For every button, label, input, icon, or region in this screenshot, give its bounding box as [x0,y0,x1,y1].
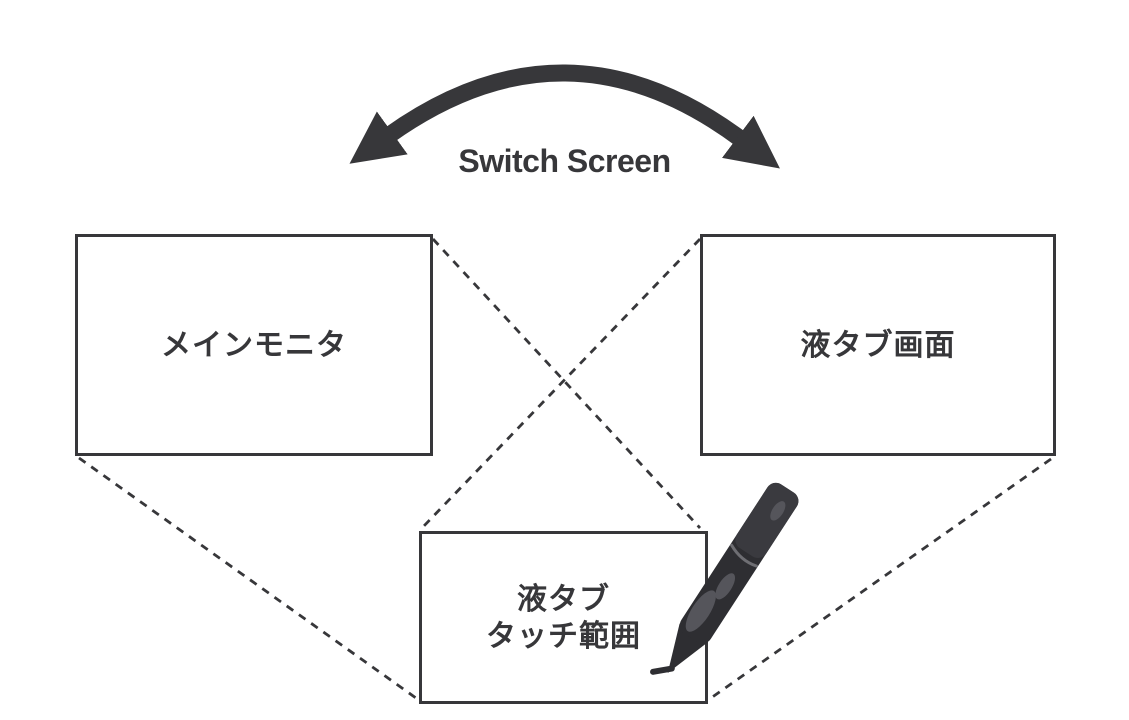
main-monitor-label: メインモニタ [161,328,347,362]
switch-arrow-icon [349,64,780,169]
tablet-touch-area-label-line2: タッチ範囲 [486,619,641,653]
tablet-screen-box: 液タブ画面 [700,234,1056,456]
tablet-touch-area-label-line1: 液タブ [517,582,610,616]
tablet-touch-area-box: 液タブ タッチ範囲 [419,531,708,704]
tablet-screen-label: 液タブ画面 [800,328,956,362]
mapping-line-tablet-to-touch-bottom [710,457,1052,700]
mapping-dashed-lines [78,238,1052,700]
mapping-line-tablet-to-touch-top [420,238,702,529]
main-monitor-box: メインモニタ [75,234,433,456]
mapping-line-main-to-touch-top [431,238,702,529]
